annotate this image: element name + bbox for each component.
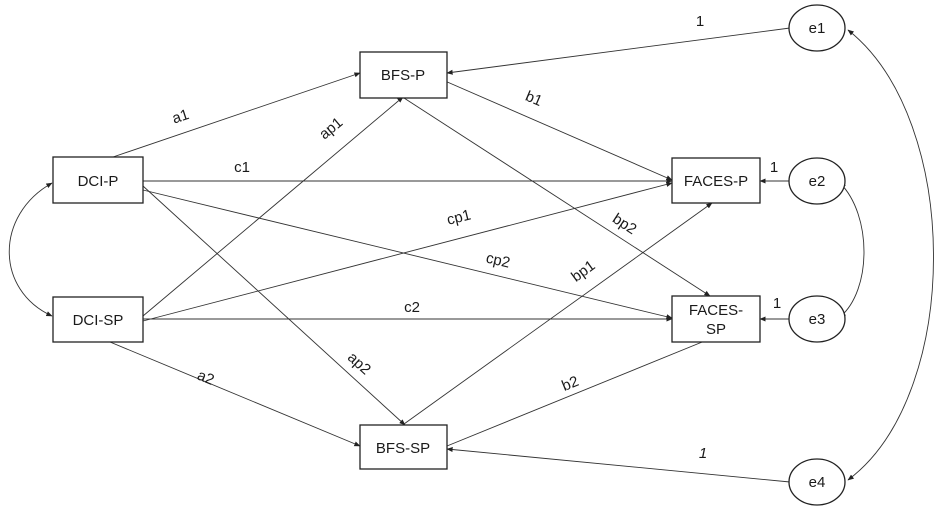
label-e3-load: 1 xyxy=(773,295,781,312)
node-e3: e3 xyxy=(788,295,846,343)
edge-cp1 xyxy=(142,181,673,322)
node-dci-sp-label: DCI-SP xyxy=(73,312,124,329)
label-e2-load: 1 xyxy=(770,159,778,176)
edge-bp2 xyxy=(403,97,711,297)
edge-a2 xyxy=(109,341,361,447)
node-e4-label: e4 xyxy=(809,474,826,491)
node-e1-label: e1 xyxy=(809,20,826,37)
node-e3-label: e3 xyxy=(809,311,826,328)
node-e4: e4 xyxy=(788,458,846,506)
edge-ap2 xyxy=(142,185,406,426)
label-e4-load: 1 xyxy=(699,445,707,462)
cov-e1-e4 xyxy=(847,29,934,481)
node-bfs-p: BFS-P xyxy=(359,51,448,99)
node-faces-sp-label-1: FACES- xyxy=(689,302,743,319)
node-dci-p-label: DCI-P xyxy=(78,173,119,190)
edge-e1-load xyxy=(446,27,791,75)
label-bp1: bp1 xyxy=(568,257,598,285)
node-e2-label: e2 xyxy=(809,173,826,190)
node-faces-p: FACES-P xyxy=(671,157,761,204)
edge-bp1 xyxy=(403,202,713,425)
cov-e2-e3 xyxy=(839,182,865,318)
edge-b2 xyxy=(446,337,713,447)
edge-ap1 xyxy=(142,96,404,317)
node-e1: e1 xyxy=(788,4,846,52)
label-a1: a1 xyxy=(170,106,191,127)
node-faces-sp: FACES- SP xyxy=(671,295,761,343)
node-bfs-sp: BFS-SP xyxy=(359,424,448,470)
label-e1-load: 1 xyxy=(696,13,704,30)
label-b2: b2 xyxy=(559,373,581,395)
edge-b1 xyxy=(444,80,673,181)
label-a2: a2 xyxy=(195,367,217,389)
node-dci-p: DCI-P xyxy=(52,156,144,204)
edge-e4-load xyxy=(446,447,791,483)
cov-dci xyxy=(8,182,53,317)
edge-cp2 xyxy=(142,189,673,320)
node-dci-sp: DCI-SP xyxy=(52,296,144,343)
node-e2: e2 xyxy=(788,157,846,205)
node-faces-sp-label-2: SP xyxy=(706,321,726,338)
label-b1: b1 xyxy=(523,88,545,110)
label-cp2: cp2 xyxy=(484,250,511,272)
label-c2: c2 xyxy=(404,299,420,316)
label-ap1: ap1 xyxy=(316,114,346,143)
node-faces-p-label: FACES-P xyxy=(684,173,748,190)
edge-a1 xyxy=(112,72,361,158)
node-bfs-p-label: BFS-P xyxy=(381,67,425,84)
node-bfs-sp-label: BFS-SP xyxy=(376,440,430,457)
label-cp1: cp1 xyxy=(445,206,473,228)
label-c1: c1 xyxy=(234,159,250,176)
